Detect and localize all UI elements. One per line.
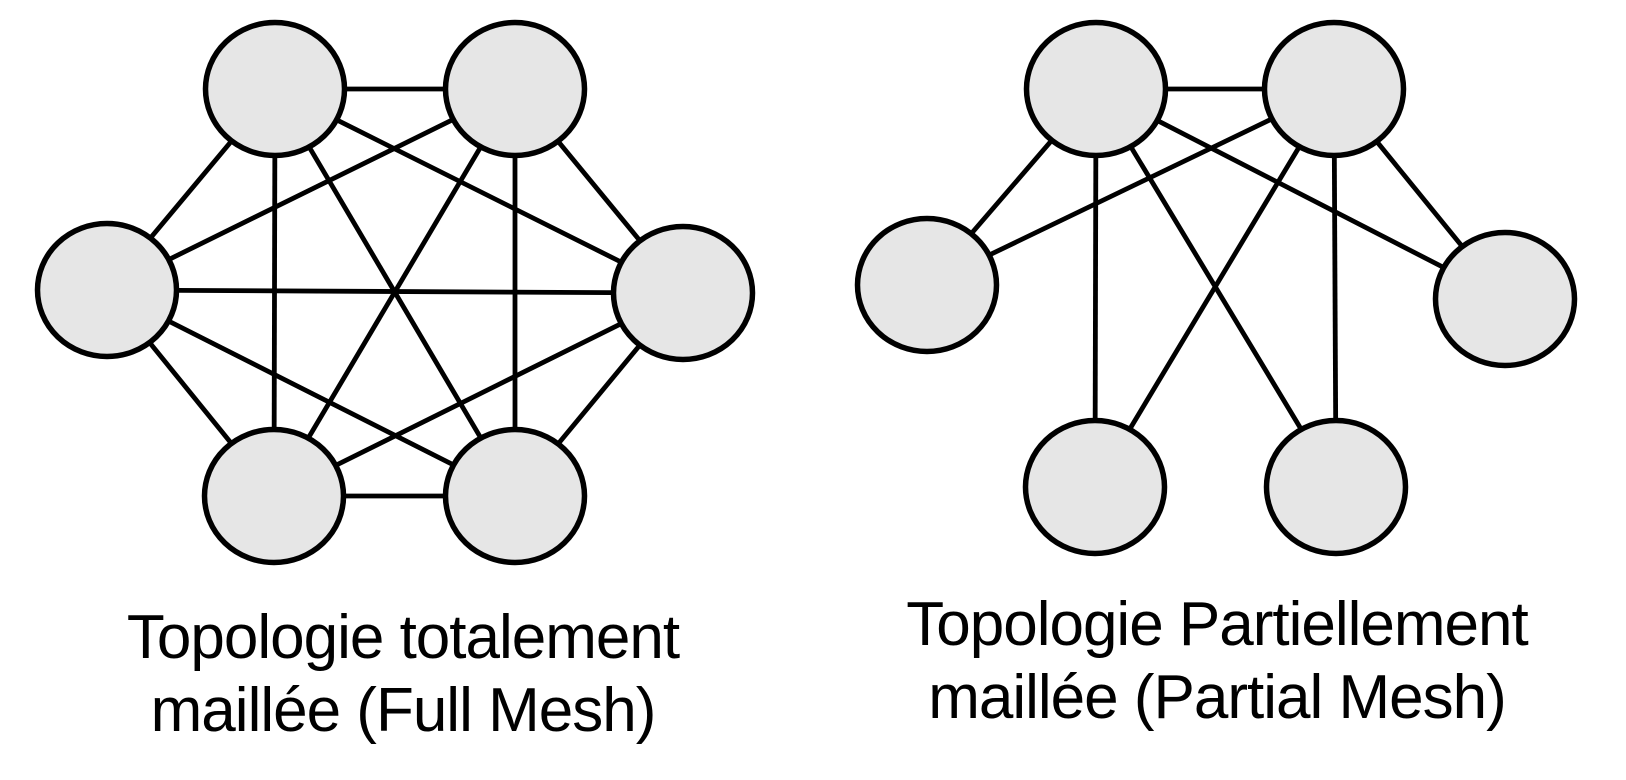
full-mesh-edge-right--bottom-left — [272, 290, 685, 499]
partial-mesh-node-bottom-right — [1263, 417, 1409, 557]
partial-mesh-edge-top-right--bottom-left — [1092, 87, 1337, 489]
full-mesh-caption-line2: maillée (Full Mesh) — [150, 676, 657, 745]
partial-mesh-node-left — [854, 215, 1000, 355]
full-mesh-edge-left--bottom-right — [105, 287, 517, 499]
full-mesh-edge-top-right--left — [105, 86, 517, 293]
full-mesh-node-right — [610, 223, 756, 363]
partial-mesh-caption-line2: maillée (Partial Mesh) — [928, 663, 1507, 732]
partial-mesh-edge-top-left--right — [1094, 86, 1507, 302]
partial-mesh-node-top-left — [1023, 19, 1169, 159]
partial-mesh-node-bottom-left — [1022, 417, 1168, 557]
partial-mesh-diagram — [854, 19, 1578, 557]
partial-mesh-caption-line1: Topologie Partiellement — [906, 590, 1528, 659]
full-mesh-caption: Topologie totalement maillée (Full Mesh) — [126, 601, 680, 747]
full-mesh-edge-top-left--right — [273, 86, 685, 296]
full-mesh-node-top-left — [202, 19, 348, 159]
full-mesh-diagram — [34, 19, 756, 566]
partial-mesh-node-top-right — [1261, 19, 1407, 159]
full-mesh-edge-left--right — [106, 287, 684, 296]
full-mesh-node-top-right — [442, 19, 588, 159]
partial-mesh-caption: Topologie Partiellement maillée (Partial… — [906, 588, 1528, 734]
partial-mesh-node-right — [1432, 229, 1578, 369]
full-mesh-node-bottom-left — [201, 426, 347, 566]
full-mesh-caption-line1: Topologie totalement — [126, 603, 680, 672]
full-mesh-node-bottom-right — [442, 426, 588, 566]
full-mesh-node-left — [34, 220, 180, 360]
partial-mesh-edge-top-right--left — [925, 86, 1336, 288]
